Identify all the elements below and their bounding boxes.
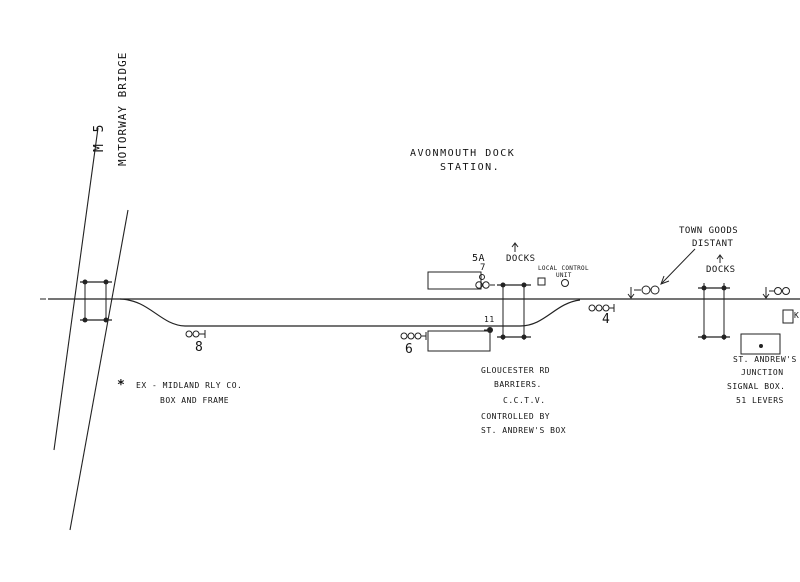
signal-box-dot xyxy=(759,344,763,348)
edge-k-label: K xyxy=(794,311,800,320)
signal-box xyxy=(741,334,780,354)
town-goods-pointer xyxy=(662,249,695,283)
town-goods-label-line2: DISTANT xyxy=(692,239,734,249)
signal-8-label: 8 xyxy=(195,340,204,355)
signal-7-symbol xyxy=(476,275,495,289)
signal-8-symbol xyxy=(186,330,205,338)
local-control-unit-circle xyxy=(562,280,569,287)
signal-11-label: 11 xyxy=(484,315,495,324)
town-goods-label-line1: TOWN GOODS xyxy=(679,226,739,236)
controlled-label-line2: ST. ANDREW'S BOX xyxy=(481,426,567,435)
junction-label-line4: 51 LEVERS xyxy=(736,396,784,405)
station-building-upper xyxy=(428,272,481,289)
local-control-label-line1: LOCAL CONTROL xyxy=(538,265,589,272)
signal-7-label: 7 xyxy=(480,263,486,273)
gloucester-label-line2: BARRIERS. xyxy=(494,380,542,389)
station-title-line2: STATION. xyxy=(440,162,501,173)
station-title-line1: AVONMOUTH DOCK xyxy=(410,148,516,159)
junction-crossing xyxy=(698,283,730,340)
docks-label-right: DOCKS xyxy=(706,265,736,275)
motorway-left-line xyxy=(54,128,98,450)
docks-arrow-left xyxy=(512,243,518,252)
local-control-unit-box xyxy=(538,278,545,285)
loop-line xyxy=(120,299,580,326)
motorway-right-line xyxy=(70,210,128,530)
local-control-label-line2: UNIT xyxy=(556,272,572,279)
motorway-bridge-label: MOTORWAY BRIDGE xyxy=(116,51,129,166)
signal-right-edge xyxy=(763,287,790,298)
docks-arrow-right xyxy=(717,255,723,263)
platform-building-lower xyxy=(428,331,490,351)
signal-4-symbol xyxy=(589,304,614,312)
asterisk-marker: * xyxy=(117,378,126,393)
motorway-m5-label: M 5 xyxy=(92,122,107,152)
signal-11-symbol xyxy=(484,327,493,333)
ex-midland-label-line1: EX - MIDLAND RLY CO. xyxy=(136,381,243,390)
signal-6-label: 6 xyxy=(405,342,414,357)
gloucester-label-line1: GLOUCESTER RD xyxy=(481,366,551,375)
cctv-label: C.C.T.V. xyxy=(503,396,546,405)
junction-label-line1: ST. ANDREW'S xyxy=(733,355,797,364)
docks-label-left: DOCKS xyxy=(506,254,536,264)
junction-label-line3: SIGNAL BOX. xyxy=(727,382,786,391)
signal-5a-label: 5A xyxy=(472,253,486,264)
gloucester-crossing xyxy=(497,282,531,341)
signal-6-symbol xyxy=(401,332,426,340)
ex-midland-label-line2: BOX AND FRAME xyxy=(160,396,230,405)
junction-label-line2: JUNCTION xyxy=(741,368,784,377)
town-goods-distant-signal xyxy=(628,286,659,298)
bridge-crossing xyxy=(80,279,112,323)
controlled-label-line1: CONTROLLED BY xyxy=(481,412,551,421)
signal-4-label: 4 xyxy=(602,312,611,327)
edge-box xyxy=(783,310,793,323)
town-goods-pointer-head xyxy=(661,276,669,284)
